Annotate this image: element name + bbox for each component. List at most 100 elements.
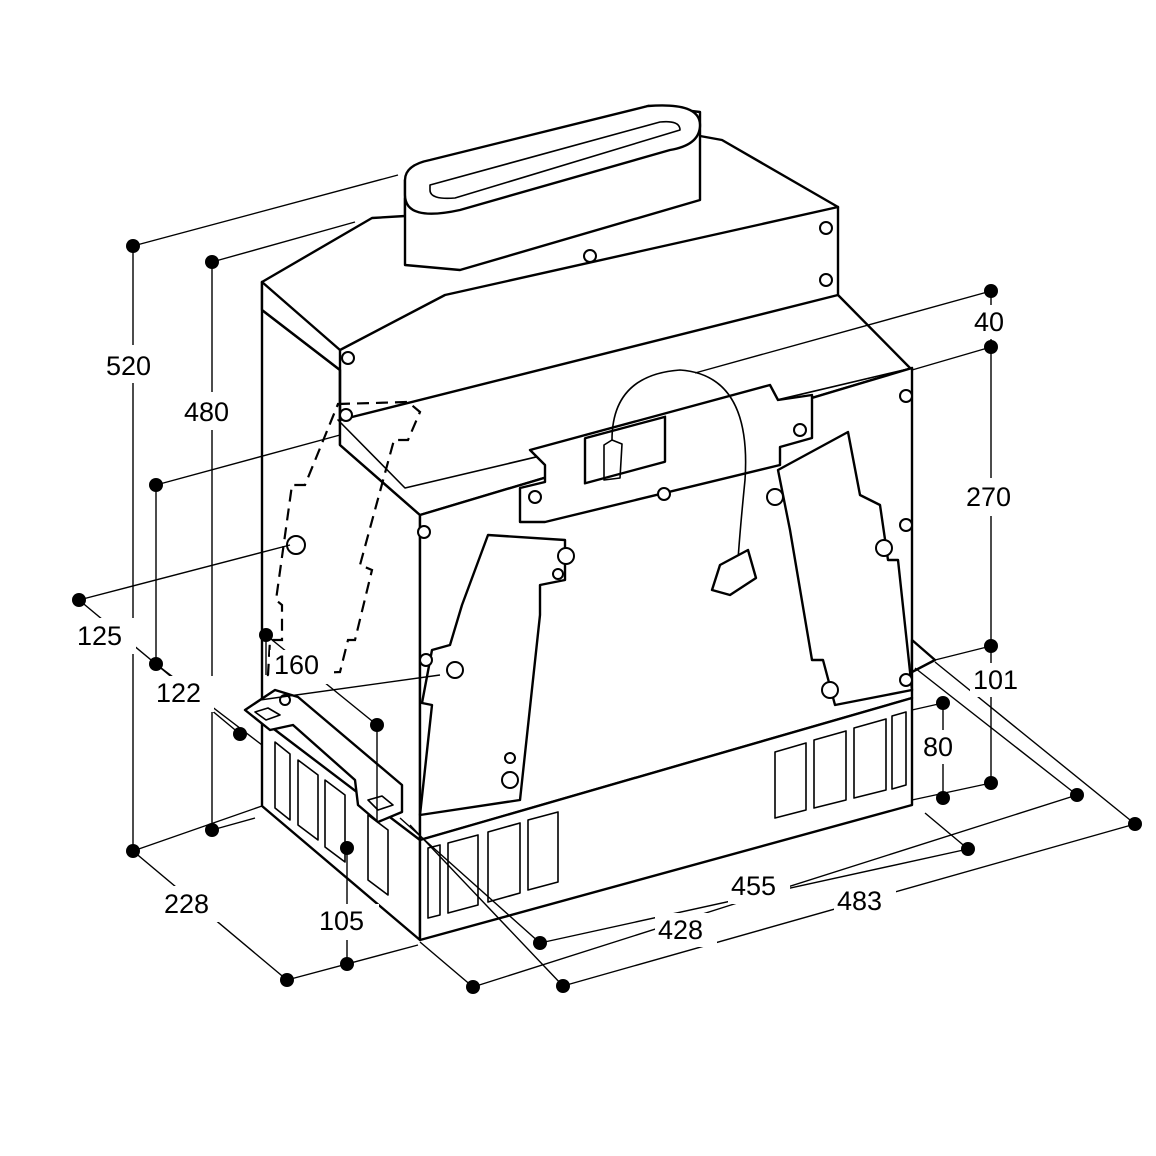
front-slot-7 — [853, 718, 887, 799]
front-grille-strip — [418, 696, 914, 942]
mounting-brackets — [243, 638, 937, 824]
dim-520-ext-top — [132, 174, 399, 247]
dim-428-ext-right — [914, 667, 1078, 796]
left-mount-bracket — [243, 688, 404, 824]
dim-228-dot — [280, 973, 294, 987]
dim-40-ext-top — [694, 290, 992, 374]
socket-box — [583, 415, 667, 485]
left-filter-screw-3 — [501, 771, 519, 789]
label-105: 105 — [319, 906, 364, 936]
screw-hole-4 — [819, 273, 833, 287]
screw-hole-5 — [899, 389, 913, 403]
screw-hole-6 — [339, 408, 353, 422]
hidden-outline — [266, 400, 422, 677]
dim-483-dot-right — [1128, 817, 1142, 831]
label-228: 228 — [164, 889, 209, 919]
left-mount-slot-1 — [254, 707, 281, 721]
control-bracket — [518, 369, 814, 597]
front-slot-6 — [813, 730, 847, 809]
dim-40-dot-top — [984, 284, 998, 298]
dim-483-dot-left — [556, 979, 570, 993]
dim-480-ext-bottom — [211, 817, 256, 831]
exhaust-spigot — [403, 104, 702, 272]
dim-101-ext-top — [934, 645, 992, 661]
front-slot-2 — [447, 834, 479, 914]
dim-122-dot-top — [149, 478, 163, 492]
left-filter-plate — [418, 533, 567, 817]
dim-125-dot-top — [72, 593, 86, 607]
dim-428-dot-left — [466, 980, 480, 994]
dim-122-ext — [155, 434, 341, 486]
right-filter-screw-1 — [766, 488, 784, 506]
top-front-edge — [260, 205, 840, 352]
screw-hole-15 — [504, 752, 516, 764]
right-filter-plate — [776, 430, 914, 707]
dim-122-dot-bottom — [149, 657, 163, 671]
dim-105-dot-bottom — [340, 957, 354, 971]
left-filter-screw-1 — [557, 547, 575, 565]
dim-455-ext-right — [924, 812, 969, 850]
dim-480-dot-bottom — [205, 823, 219, 837]
label-160: 160 — [274, 650, 319, 680]
hidden-hole — [286, 535, 306, 555]
dim-160-dot-right — [370, 718, 384, 732]
top-front-face — [338, 293, 840, 422]
spigot-rim — [403, 104, 702, 215]
label-455: 455 — [731, 871, 776, 901]
label-480: 480 — [184, 397, 229, 427]
left-filter-panel — [418, 533, 575, 817]
right-filter-screw-3 — [821, 681, 839, 699]
front-slot-4 — [527, 811, 559, 891]
label-125: 125 — [77, 621, 122, 651]
cable — [611, 369, 747, 561]
front-slot-8 — [891, 711, 907, 790]
dim-483-ext-right — [934, 661, 1136, 825]
grille-slots — [274, 711, 907, 919]
label-483: 483 — [837, 886, 882, 916]
screw-hole-12 — [899, 518, 913, 532]
right-filter-panel — [766, 430, 914, 707]
left-grille-strip — [260, 718, 422, 842]
dim-80-dot-top — [936, 696, 950, 710]
right-mount-bracket — [910, 638, 937, 674]
label-101: 101 — [973, 665, 1018, 695]
plug — [710, 548, 758, 597]
screw-hole-11 — [793, 423, 807, 437]
spigot-inner-rim — [429, 120, 681, 200]
dim-160-ext3 — [259, 674, 441, 701]
dim-125-ext — [78, 544, 291, 601]
dim-101-dot-bottom — [984, 776, 998, 790]
side-slot-2 — [297, 759, 319, 841]
dim-101-ext-bottom — [911, 782, 992, 801]
side-slot-3 — [324, 779, 346, 863]
screw-hole-8 — [419, 653, 433, 667]
label-80: 80 — [923, 732, 953, 762]
dim-480-dot-top — [205, 255, 219, 269]
dim-483-ext-left — [409, 824, 564, 987]
dim-125-dot-bottom — [233, 727, 247, 741]
right-filter-screw-2 — [875, 539, 893, 557]
screw-hole-7 — [417, 525, 431, 539]
dim-80-dot-bottom — [936, 791, 950, 805]
dim-105-dot-top — [340, 841, 354, 855]
screw-hole-3 — [819, 221, 833, 235]
dim-428-ext-left — [419, 941, 474, 988]
label-428: 428 — [658, 915, 703, 945]
label-270: 270 — [966, 482, 1011, 512]
front-slot-5 — [774, 742, 807, 819]
dim-428-dot-right — [1070, 788, 1084, 802]
label-40: 40 — [974, 307, 1004, 337]
side-slot-1 — [274, 741, 291, 821]
dim-40-ext-bottom — [911, 346, 992, 371]
screw-hole-14 — [552, 568, 564, 580]
dim-160-dot-left — [259, 628, 273, 642]
screw-hole-13 — [899, 673, 913, 687]
plug-tip — [603, 439, 623, 481]
dim-455-dot-left — [533, 936, 547, 950]
side-slot-4 — [367, 814, 389, 896]
screw-hole-10 — [528, 490, 542, 504]
front-slot-3 — [487, 822, 521, 903]
screw-holes — [279, 221, 913, 764]
screw-hole-2 — [583, 249, 597, 263]
